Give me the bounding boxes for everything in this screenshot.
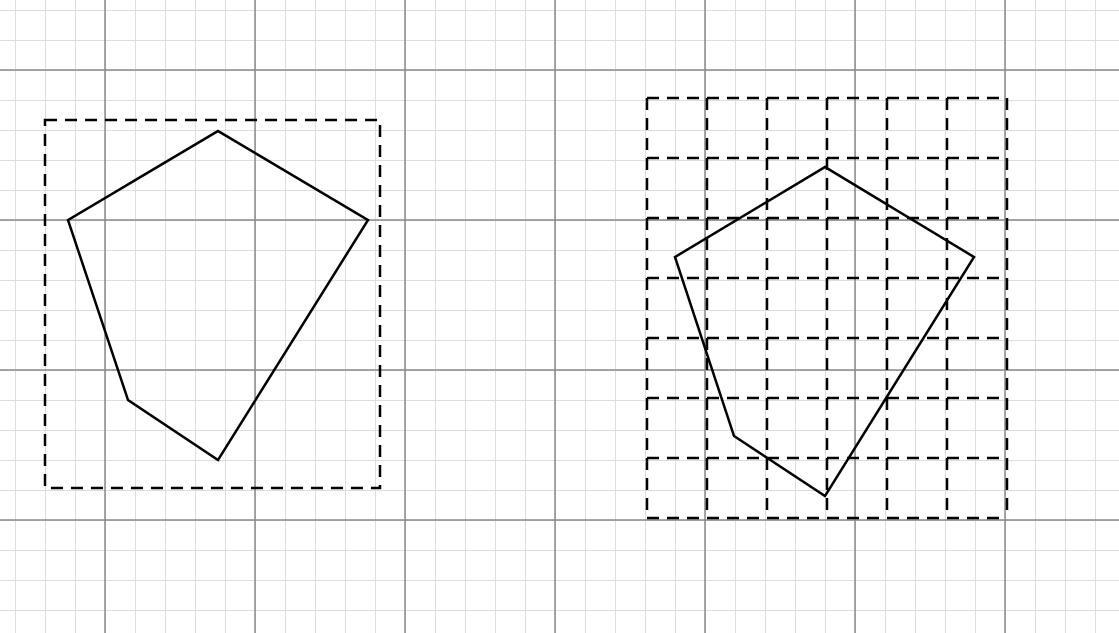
figure-right	[645, 96, 1009, 520]
pentagon-shape-overlaid	[673, 165, 976, 498]
subdivided-bounding-box	[645, 96, 1009, 520]
bounding-box-dashed	[43, 118, 382, 490]
pentagon-shape	[66, 129, 370, 462]
figure-left	[43, 118, 382, 490]
